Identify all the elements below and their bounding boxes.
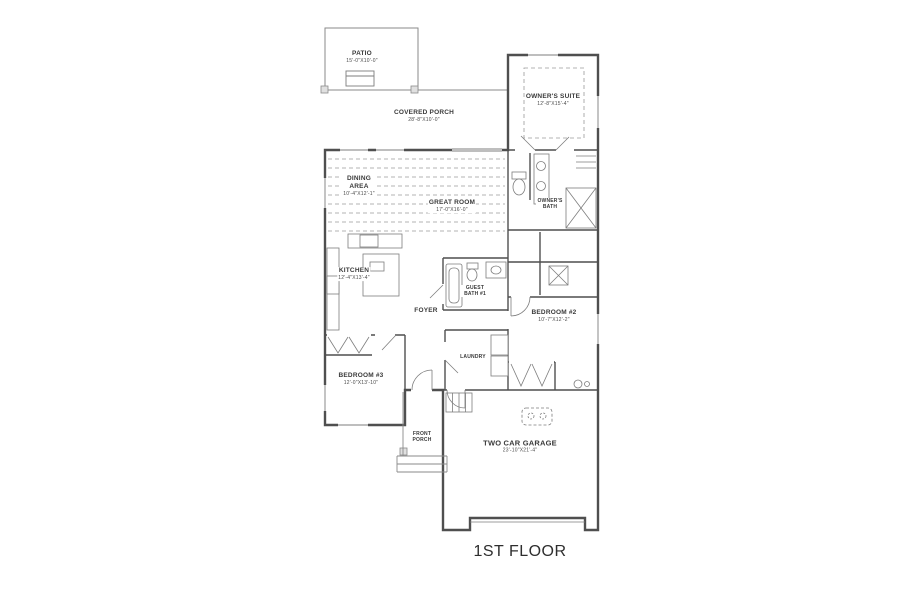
room-name: LAUNDRY xyxy=(460,354,486,360)
room-dims: 10'-4"X12'-1" xyxy=(343,190,375,197)
sink-icon xyxy=(369,261,385,272)
room-name: COVERED PORCH xyxy=(393,109,455,117)
room-label-laundry: LAUNDRY xyxy=(459,354,487,360)
room-dims: 12'-8"X15'-4" xyxy=(537,100,569,107)
door-openings xyxy=(327,147,574,393)
room-label-great-room: GREAT ROOM 17'-0"X16'-0" xyxy=(427,199,477,213)
room-name: KITCHEN xyxy=(338,267,370,275)
guest-bath-fixtures xyxy=(445,261,507,308)
range-icon xyxy=(326,275,340,295)
washer-icon xyxy=(490,334,509,356)
room-name: GREAT ROOM xyxy=(428,199,476,207)
laundry-fixtures xyxy=(490,334,509,377)
room-label-bedroom-2: BEDROOM #2 10'-7"X12'-2" xyxy=(530,309,578,323)
sink-icon xyxy=(536,161,546,171)
room-label-foyer: FOYER xyxy=(413,307,439,315)
room-name: PATIO xyxy=(352,50,372,58)
windows xyxy=(322,52,601,428)
room-name: GUEST BATH #1 xyxy=(464,285,486,297)
utility-circle xyxy=(573,379,583,389)
room-label-garage: TWO CAR GARAGE 23'-10"X21'-4" xyxy=(482,438,558,454)
room-name: BEDROOM #2 xyxy=(531,309,577,317)
owners-bath-fixtures xyxy=(511,153,597,286)
room-label-kitchen: KITCHEN 12'-4"X13'-4" xyxy=(337,267,371,281)
room-dims: 15'-0"X10'-0" xyxy=(346,57,378,64)
water-heater xyxy=(521,407,553,426)
door-swings xyxy=(381,135,570,409)
room-label-patio: PATIO 15'-0"X10'-0" xyxy=(345,50,379,64)
closet-bifold-doors xyxy=(327,336,553,387)
room-name: FOYER xyxy=(414,307,438,315)
room-dims: 28'-8"X10'-0" xyxy=(408,116,440,123)
room-dims: 17'-0"X16'-0" xyxy=(436,206,468,213)
room-label-owners-bath: OWNER'S BATH xyxy=(536,198,564,210)
room-dims: 10'-7"X12'-2" xyxy=(538,316,570,323)
toilet-icon xyxy=(466,262,479,270)
room-label-covered-porch: COVERED PORCH 28'-8"X10'-0" xyxy=(392,109,456,123)
floor-title: 1ST FLOOR xyxy=(473,543,567,560)
room-label-front-porch: FRONT PORCH xyxy=(408,431,436,443)
room-name: BEDROOM #3 xyxy=(338,372,384,380)
room-label-owners-suite: OWNER'S SUITE 12'-8"X15'-4" xyxy=(524,93,582,107)
front-porch-steps xyxy=(396,392,448,473)
room-name: OWNER'S BATH xyxy=(537,198,563,210)
sink-icon xyxy=(536,181,546,191)
room-label-guest-bath-1: GUEST BATH #1 xyxy=(461,285,489,297)
kitchen-fixtures xyxy=(326,233,403,331)
refrigerator-icon xyxy=(359,234,379,248)
owners-suite-ceiling-dashed xyxy=(523,67,585,139)
room-dims: 23'-10"X21'-4" xyxy=(502,447,538,454)
room-name: DINING AREA xyxy=(347,175,371,190)
room-name: OWNER'S SUITE xyxy=(525,93,581,101)
room-dims: 12'-4"X13'-4" xyxy=(338,274,370,281)
room-label-dining-area: DINING AREA 10'-4"X12'-1" xyxy=(341,175,377,197)
dryer-icon xyxy=(490,355,509,377)
sink-icon xyxy=(490,265,502,275)
toilet-icon xyxy=(512,178,526,196)
toilet-icon xyxy=(511,171,527,180)
room-dims: 12'-0"X13'-10" xyxy=(343,379,379,386)
patio-grill xyxy=(345,70,375,87)
porch-columns xyxy=(320,85,419,456)
room-label-bedroom-3: BEDROOM #3 12'-0"X13'-10" xyxy=(337,372,385,386)
garage-details xyxy=(445,379,590,523)
room-name: FRONT PORCH xyxy=(412,431,432,443)
room-name: TWO CAR GARAGE xyxy=(483,438,557,448)
